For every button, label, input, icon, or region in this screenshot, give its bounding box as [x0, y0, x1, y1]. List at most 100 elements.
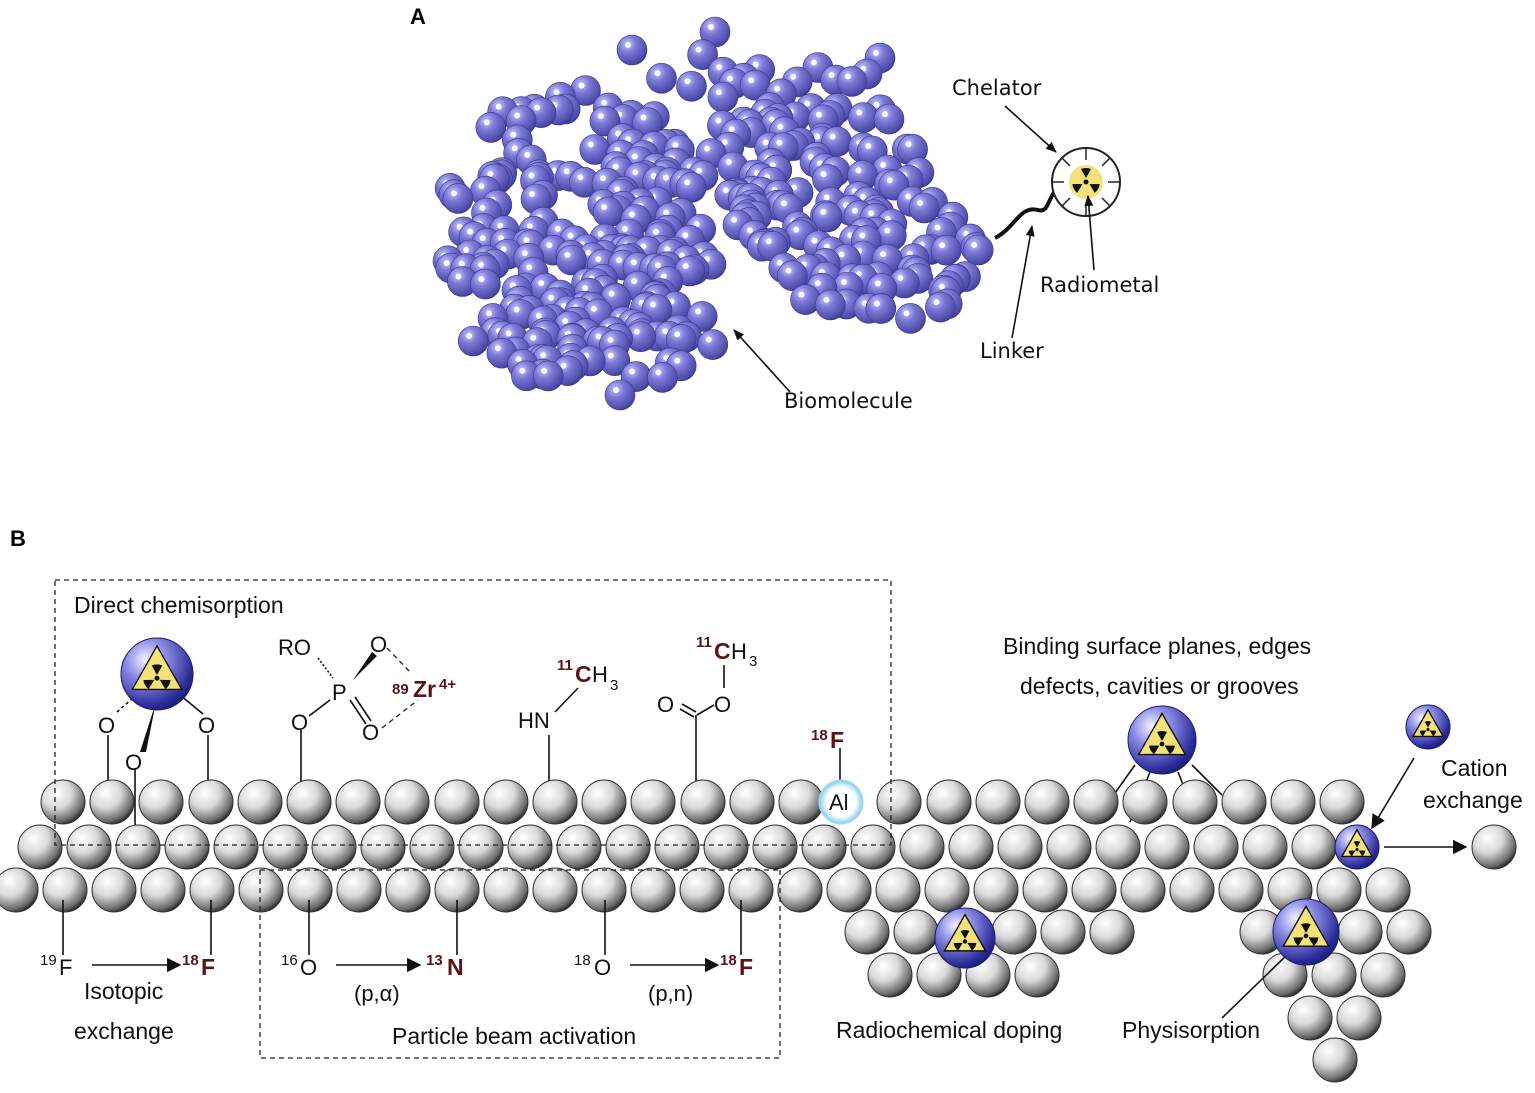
surface-sphere	[556, 824, 602, 870]
surface-sphere	[899, 824, 945, 870]
surface-sphere	[1319, 779, 1365, 825]
sphere-highlight	[934, 224, 941, 231]
sphere-highlight	[716, 64, 723, 71]
physisorption-pointer	[1221, 951, 1291, 1019]
sphere-highlight	[467, 228, 473, 235]
al-fluoride: 18 F	[811, 727, 844, 753]
sphere-highlight	[601, 99, 608, 106]
sphere-highlight	[514, 112, 521, 119]
sphere-highlight	[804, 100, 811, 107]
panel-b: B Al	[0, 526, 1523, 1083]
sphere-highlight	[705, 336, 712, 343]
sphere-highlight	[682, 232, 689, 239]
f18-iso-f: F	[201, 954, 215, 980]
sphere-highlight	[521, 250, 528, 257]
chelator-arrow	[1004, 105, 1057, 153]
sphere-highlight	[613, 387, 619, 393]
sphere-highlight	[664, 246, 671, 253]
biomolecule-sphere	[556, 244, 587, 276]
surface-sphere	[924, 867, 970, 913]
sphere-highlight	[695, 46, 702, 53]
sphere-highlight	[478, 261, 484, 268]
surface-sphere	[1337, 909, 1383, 955]
biomolecule-label: Biomolecule	[784, 389, 913, 413]
sphere-highlight	[897, 275, 904, 281]
biomolecule-sphere	[616, 34, 648, 66]
sphere-highlight	[607, 336, 614, 343]
sphere-highlight	[721, 139, 728, 146]
cation-label-line2: exchange	[1423, 787, 1523, 813]
surface-sphere	[287, 867, 333, 913]
surface-sphere	[777, 867, 823, 913]
sphere-highlight	[478, 183, 485, 190]
surface-sphere	[630, 867, 676, 913]
surface-sphere	[140, 867, 186, 913]
panel-b-letter: B	[10, 526, 26, 551]
surface-sphere	[630, 779, 676, 825]
surface-sphere	[237, 779, 283, 825]
biomolecule-sphere	[790, 284, 821, 315]
surface-sphere	[1386, 909, 1432, 955]
al-atom: Al	[818, 779, 864, 825]
surface-spheres	[0, 779, 1517, 1083]
sphere-highlight	[479, 204, 486, 211]
sphere-highlight	[816, 111, 822, 118]
sphere-highlight	[523, 237, 530, 244]
sphere-highlight	[621, 226, 628, 232]
sphere-highlight	[874, 280, 881, 287]
surface-sphere	[335, 779, 381, 825]
sphere-highlight	[798, 291, 805, 298]
radiochemical-doping-label: Radiochemical doping	[836, 1017, 1062, 1043]
sphere-highlight	[511, 145, 518, 152]
surface-sphere	[360, 824, 406, 870]
sphere-highlight	[526, 223, 533, 230]
sphere-highlight	[510, 131, 517, 138]
f18-al-mass: 18	[811, 727, 828, 744]
sphere-highlight	[458, 260, 465, 267]
surface-sphere	[1089, 909, 1135, 955]
phosphate-zr-group: RO P O O O 89 Zr 4+	[278, 632, 456, 745]
biomolecule-sphere	[457, 325, 489, 357]
cation-label-line1: Cation	[1441, 755, 1507, 781]
sphere-highlight	[880, 162, 887, 168]
biomolecule-sphere	[865, 293, 897, 324]
sphere-highlight	[708, 24, 714, 30]
c11-ester-c: C	[714, 638, 731, 664]
surface-sphere	[1144, 824, 1190, 870]
panel-a: A Chelator Radiometal Linker	[410, 4, 1159, 413]
biomolecule-sphere	[687, 39, 718, 70]
surface-sphere	[1095, 824, 1141, 870]
surface-sphere	[458, 824, 504, 870]
sphere-highlight	[548, 294, 555, 301]
biomolecule-sphere	[962, 234, 994, 266]
sphere-highlight	[865, 143, 872, 149]
sphere-highlight	[650, 173, 657, 179]
surface-sphere	[1071, 867, 1117, 913]
sphere-highlight	[582, 285, 589, 292]
o18-o: O	[594, 955, 611, 980]
sphere-highlight	[777, 123, 784, 130]
sphere-highlight	[597, 231, 604, 237]
sphere-highlight	[939, 242, 946, 249]
surface-sphere	[17, 824, 63, 870]
sphere-highlight	[811, 237, 818, 244]
sphere-highlight	[873, 300, 880, 307]
sphere-highlight	[585, 249, 592, 256]
sphere-highlight	[785, 267, 792, 274]
oxygen-surface: O	[291, 710, 308, 735]
surface-sphere	[973, 867, 1019, 913]
binding-label-line1: Binding surface planes, edges	[1003, 633, 1311, 659]
sphere-highlight	[652, 228, 659, 235]
oxygen-1: O	[98, 713, 115, 738]
isotopic-exchange: 19 F 18 F Isotopic exchange	[40, 952, 215, 1044]
sphere-highlight	[478, 276, 485, 283]
al-label: Al	[829, 790, 849, 815]
surface-sphere	[384, 779, 430, 825]
ester-h: H	[731, 639, 747, 664]
sphere-highlight	[828, 72, 835, 79]
n13-mass: 13	[426, 952, 443, 969]
sphere-highlight	[463, 247, 469, 253]
sphere-highlight	[608, 290, 615, 297]
biomolecule-sphere	[697, 329, 729, 360]
sphere-highlight	[632, 169, 639, 176]
